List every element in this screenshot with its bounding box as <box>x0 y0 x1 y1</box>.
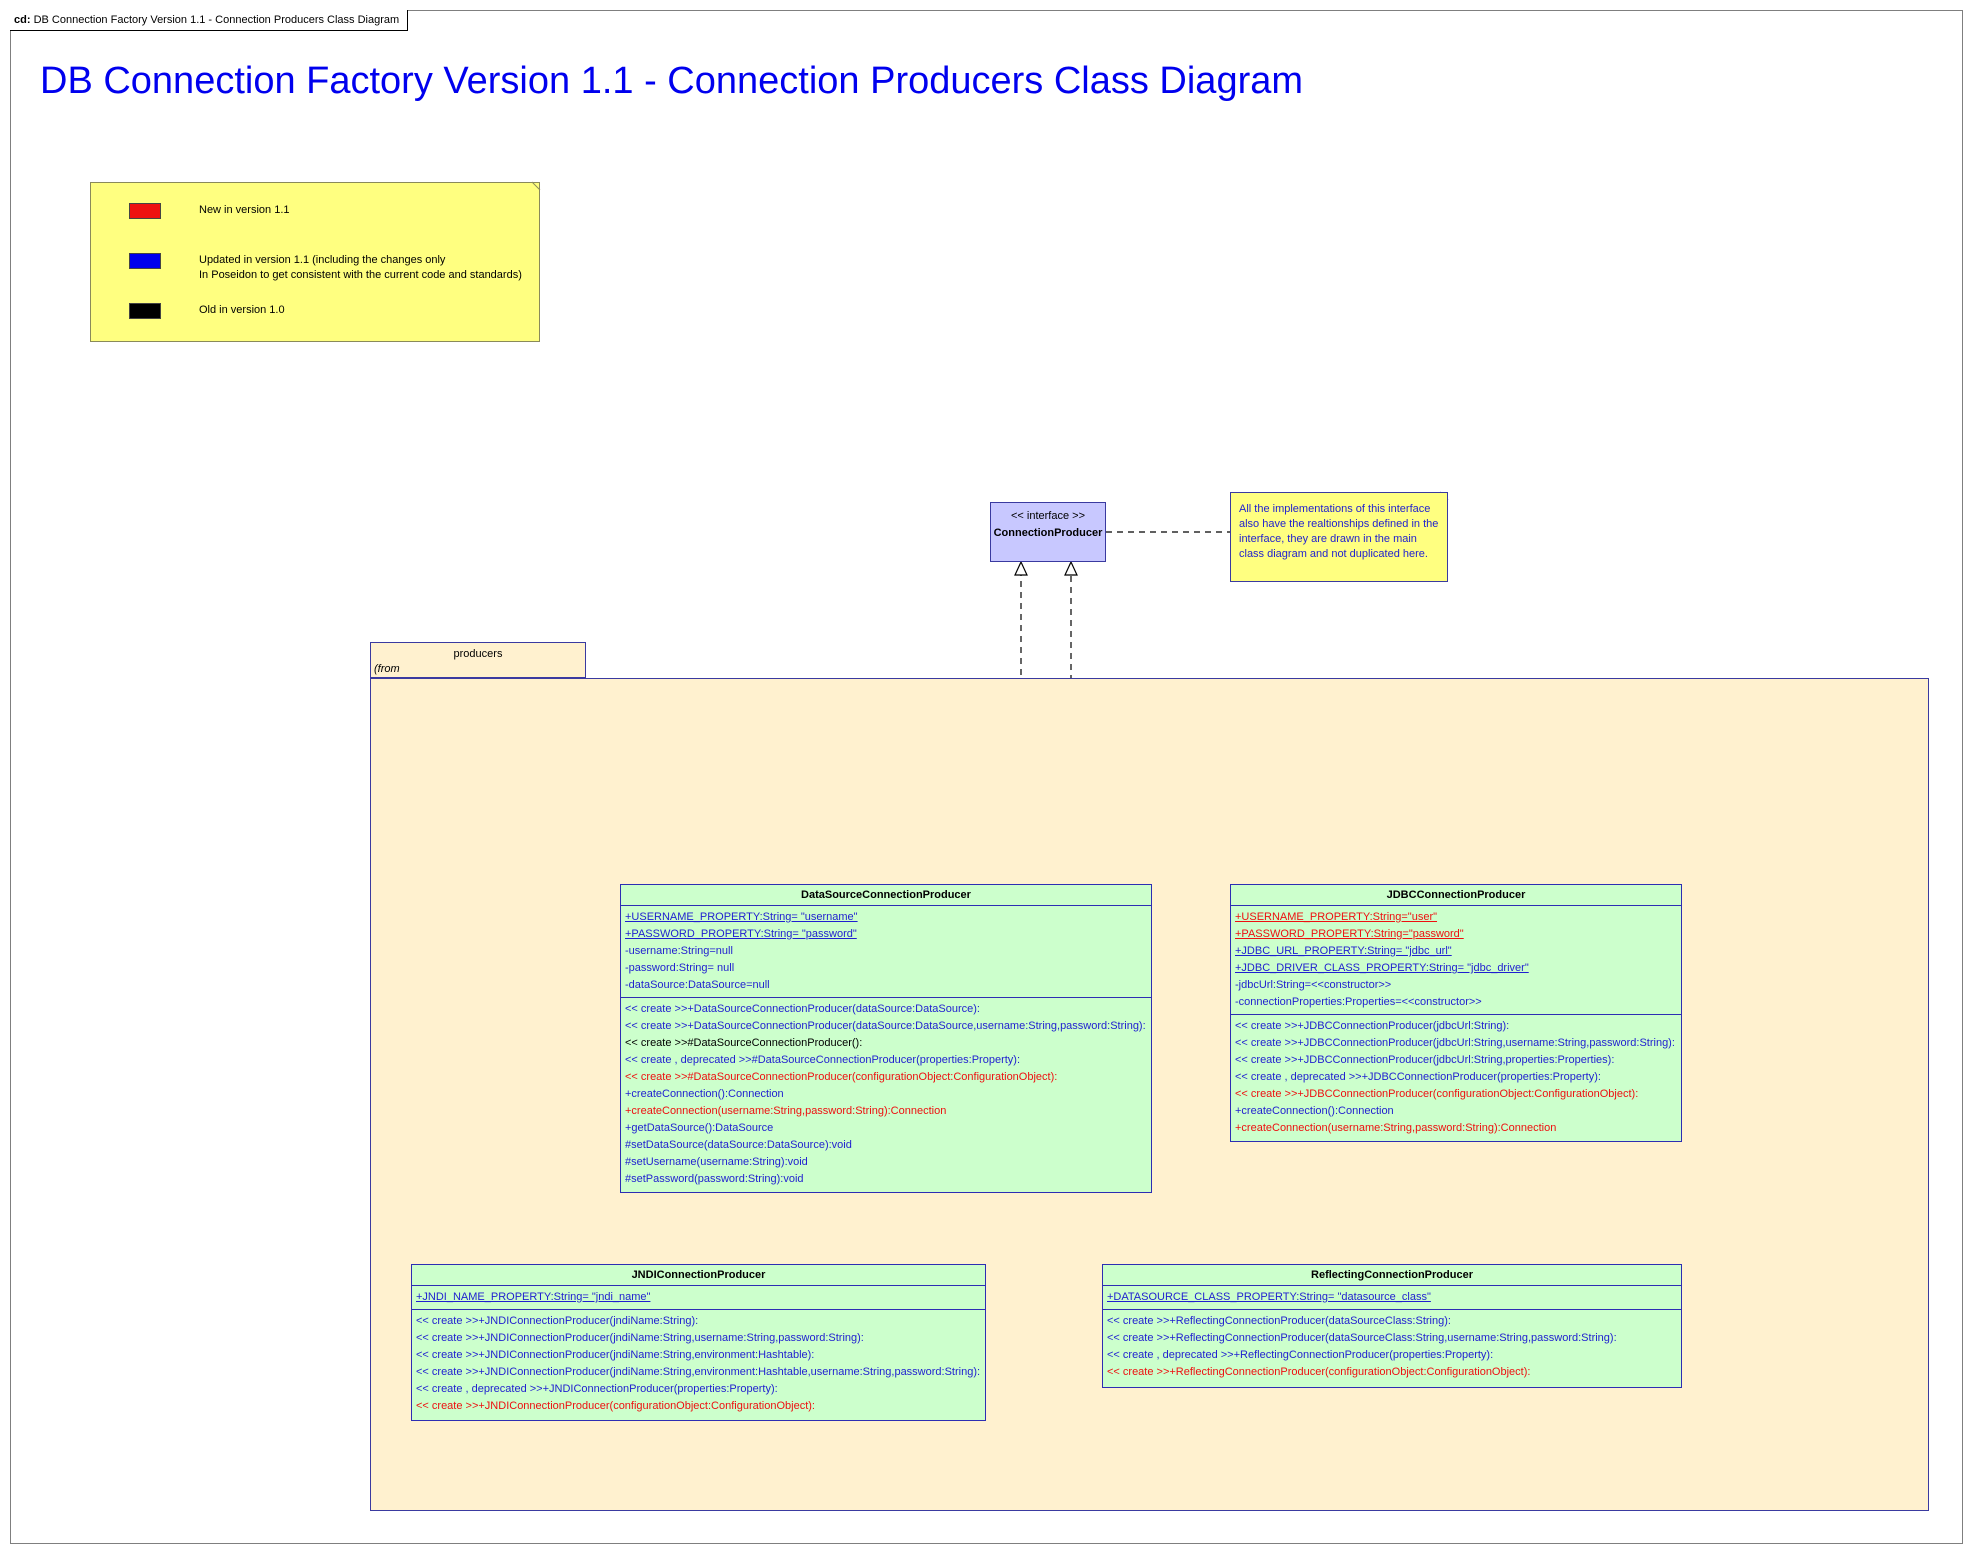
interface-name: ConnectionProducer <box>993 527 1103 539</box>
legend-swatch-old <box>129 303 161 319</box>
operation-row: << create >>+JNDIConnectionProducer(jndi… <box>416 1332 864 1344</box>
attribute-row: +USERNAME_PROPERTY:String="user" <box>1235 911 1438 923</box>
operation-row: << create >>+ReflectingConnectionProduce… <box>1107 1315 1451 1327</box>
operation-row: << create >>#DataSourceConnectionProduce… <box>625 1071 1058 1083</box>
operations-section: << create >>+ReflectingConnectionProduce… <box>1103 1309 1681 1384</box>
class-jdbc-connection-producer[interactable]: JDBCConnectionProducer +USERNAME_PROPERT… <box>1230 884 1682 1142</box>
attributes-section: +JNDI_NAME_PROPERTY:String= "jndi_name" <box>412 1286 985 1309</box>
operation-row: #setPassword(password:String):void <box>625 1173 804 1185</box>
operation-row: << create >>+ReflectingConnectionProduce… <box>1107 1366 1531 1378</box>
class-jndi-connection-producer[interactable]: JNDIConnectionProducer +JNDI_NAME_PROPER… <box>411 1264 986 1421</box>
operation-row: << create >>+JDBCConnectionProducer(conf… <box>1235 1088 1639 1100</box>
attribute-row: -username:String=null <box>625 945 733 957</box>
attribute-row: +JNDI_NAME_PROPERTY:String= "jndi_name" <box>416 1291 651 1303</box>
package-name: producers <box>453 648 503 660</box>
attribute-row: +PASSWORD_PROPERTY:String= "password" <box>625 928 857 940</box>
diagram-frame <box>10 10 1963 1544</box>
operation-row: << create >>+JNDIConnectionProducer(jndi… <box>416 1349 815 1361</box>
class-name: ReflectingConnectionProducer <box>1103 1265 1681 1286</box>
operation-row: +createConnection(username:String,passwo… <box>625 1105 947 1117</box>
operation-row: << create >>+JDBCConnectionProducer(jdbc… <box>1235 1037 1675 1049</box>
operation-row: << create , deprecated >>+ReflectingConn… <box>1107 1349 1494 1361</box>
operation-row: +createConnection():Connection <box>1235 1105 1394 1117</box>
attribute-row: +DATASOURCE_CLASS_PROPERTY:String= "data… <box>1107 1291 1431 1303</box>
operations-section: << create >>+JNDIConnectionProducer(jndi… <box>412 1309 985 1418</box>
operation-row: << create >>+DataSourceConnectionProduce… <box>625 1020 1146 1032</box>
class-reflecting-connection-producer[interactable]: ReflectingConnectionProducer +DATASOURCE… <box>1102 1264 1682 1388</box>
realization-arrowhead-jdbc <box>1064 560 1078 576</box>
attributes-section: +USERNAME_PROPERTY:String="user" +PASSWOR… <box>1231 906 1681 1014</box>
operation-row: << create >>+JNDIConnectionProducer(jndi… <box>416 1366 981 1378</box>
diagram-title: DB Connection Factory Version 1.1 - Conn… <box>40 60 1304 102</box>
operation-row: +getDataSource():DataSource <box>625 1122 774 1134</box>
operations-section: << create >>+JDBCConnectionProducer(jdbc… <box>1231 1014 1681 1140</box>
operation-row: << create >>+JDBCConnectionProducer(jdbc… <box>1235 1020 1510 1032</box>
operation-row: #setUsername(username:String):void <box>625 1156 808 1168</box>
operation-row: << create , deprecated >>+JDBCConnection… <box>1235 1071 1601 1083</box>
operation-row: << create , deprecated >>#DataSourceConn… <box>625 1054 1021 1066</box>
class-datasource-connection-producer[interactable]: DataSourceConnectionProducer +USERNAME_P… <box>620 884 1152 1193</box>
class-name: DataSourceConnectionProducer <box>621 885 1151 906</box>
realization-arrowhead-datasource <box>1014 560 1028 576</box>
operation-row: << create >>#DataSourceConnectionProduce… <box>625 1037 863 1049</box>
interface-stereotype: << interface >> <box>1011 510 1085 522</box>
operation-row: << create >>+ReflectingConnectionProduce… <box>1107 1332 1617 1344</box>
attribute-row: -jdbcUrl:String=<<constructor>> <box>1235 979 1392 991</box>
package-tab: producers (from com::topcoder::db::conne… <box>370 642 586 689</box>
attribute-row: +USERNAME_PROPERTY:String= "username" <box>625 911 858 923</box>
class-name: JNDIConnectionProducer <box>412 1265 985 1286</box>
operation-row: +createConnection(username:String,passwo… <box>1235 1122 1557 1134</box>
operation-row: << create >>+JNDIConnectionProducer(conf… <box>416 1400 815 1412</box>
legend-box: New in version 1.1 Updated in version 1.… <box>90 182 540 342</box>
legend-text-old: Old in version 1.0 <box>199 304 285 316</box>
operation-row: << create >>+JNDIConnectionProducer(jndi… <box>416 1315 699 1327</box>
attribute-row: +JDBC_DRIVER_CLASS_PROPERTY:String= "jdb… <box>1235 962 1529 974</box>
attribute-row: +JDBC_URL_PROPERTY:String= "jdbc_url" <box>1235 945 1452 957</box>
legend-swatch-updated <box>129 253 161 269</box>
legend-text-updated: Updated in version 1.1 (including the ch… <box>199 254 522 281</box>
attributes-section: +DATASOURCE_CLASS_PROPERTY:String= "data… <box>1103 1286 1681 1309</box>
operation-row: << create >>+JDBCConnectionProducer(jdbc… <box>1235 1054 1615 1066</box>
diagram-frame-label: cd: DB Connection Factory Version 1.1 - … <box>10 10 409 31</box>
operation-row: +createConnection():Connection <box>625 1088 784 1100</box>
note-box: All the implementations of this interfac… <box>1230 492 1448 582</box>
attribute-row: +PASSWORD_PROPERTY:String="password" <box>1235 928 1464 940</box>
legend-text-new: New in version 1.1 <box>199 204 290 216</box>
attributes-section: +USERNAME_PROPERTY:String= "username" +PA… <box>621 906 1151 997</box>
legend-swatch-new <box>129 203 161 219</box>
operation-row: << create >>+DataSourceConnectionProduce… <box>625 1003 980 1015</box>
class-name: JDBCConnectionProducer <box>1231 885 1681 906</box>
interface-connection-producer[interactable]: << interface >> ConnectionProducer <box>990 502 1106 562</box>
attribute-row: -connectionProperties:Properties=<<const… <box>1235 996 1482 1008</box>
operation-row: << create , deprecated >>+JNDIConnection… <box>416 1383 778 1395</box>
operation-row: #setDataSource(dataSource:DataSource):vo… <box>625 1139 852 1151</box>
attribute-row: -dataSource:DataSource=null <box>625 979 770 991</box>
attribute-row: -password:String= null <box>625 962 735 974</box>
operations-section: << create >>+DataSourceConnectionProduce… <box>621 997 1151 1191</box>
